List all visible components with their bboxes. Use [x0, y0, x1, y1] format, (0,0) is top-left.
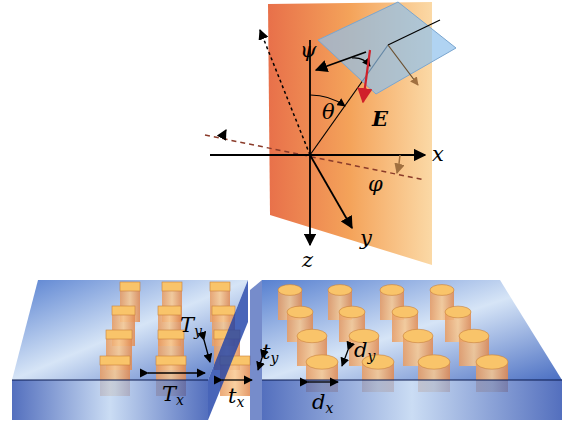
- dimension-label: Tx: [162, 384, 184, 407]
- cylinder-top: [445, 306, 471, 318]
- slab-side: [250, 280, 262, 420]
- z-axis: [309, 40, 311, 245]
- cylinder-top: [287, 306, 313, 318]
- field-label: E: [372, 108, 388, 129]
- cylinder-top: [392, 306, 418, 318]
- pillar-top: [210, 282, 230, 291]
- phi-arc: [397, 155, 400, 173]
- pillar-top: [120, 282, 140, 291]
- pillar-top: [156, 356, 186, 365]
- pillar-top: [212, 306, 235, 315]
- cylinder-top: [339, 306, 365, 318]
- angle-label: φ: [368, 174, 383, 195]
- dimension-label: dy: [354, 340, 375, 363]
- cylinder-top: [297, 329, 327, 343]
- dimension-arrow: [342, 350, 348, 366]
- axis-label: x: [432, 144, 444, 165]
- dimension-arrow: [204, 340, 210, 362]
- dimension-arrow: [258, 358, 262, 370]
- dimension-arrow: [308, 381, 338, 382]
- projection-line: [205, 135, 425, 180]
- cylinder-top: [403, 329, 433, 343]
- dimension-label: Ty: [180, 315, 202, 338]
- dimension-arrow: [148, 372, 205, 373]
- phi-arc-left: [222, 130, 226, 138]
- dimension-label: tx: [228, 386, 244, 409]
- slab-edge: [12, 379, 208, 380]
- angle-label: ψ: [300, 40, 316, 61]
- x-axis: [210, 154, 425, 156]
- slab-top: [262, 280, 562, 380]
- pillar-top: [158, 306, 181, 315]
- pillar-top: [106, 330, 132, 339]
- cylinder-top: [380, 285, 404, 296]
- y-axis: [310, 155, 352, 228]
- slab-front: [262, 380, 562, 420]
- cylinder-top: [430, 285, 454, 296]
- axis-label: z: [302, 250, 313, 271]
- slab-front: [12, 380, 208, 420]
- cylinder-top: [328, 285, 352, 296]
- cylinder-top: [278, 285, 302, 296]
- cylinder-top: [306, 355, 338, 369]
- pillar-top: [162, 282, 182, 291]
- pillar-top: [112, 306, 135, 315]
- angle-label: θ: [322, 102, 335, 123]
- cylinder-top: [476, 355, 508, 369]
- pillar-top: [100, 356, 130, 365]
- dimension-label: ty: [262, 342, 278, 365]
- cylinder-top: [459, 329, 489, 343]
- psi-reference: [316, 52, 366, 70]
- polarization-axis: [388, 20, 440, 45]
- e-field-vector: [363, 50, 370, 102]
- slab-edge: [262, 379, 562, 380]
- dimension-arrow: [222, 379, 252, 380]
- axis-label: y: [360, 228, 372, 249]
- polarization-axis: [388, 45, 418, 85]
- slab-top: [12, 280, 248, 380]
- polarization-plane: [318, 2, 456, 94]
- cylinder-top: [418, 355, 450, 369]
- dimension-label: dx: [312, 392, 333, 415]
- slab-side: [208, 280, 248, 420]
